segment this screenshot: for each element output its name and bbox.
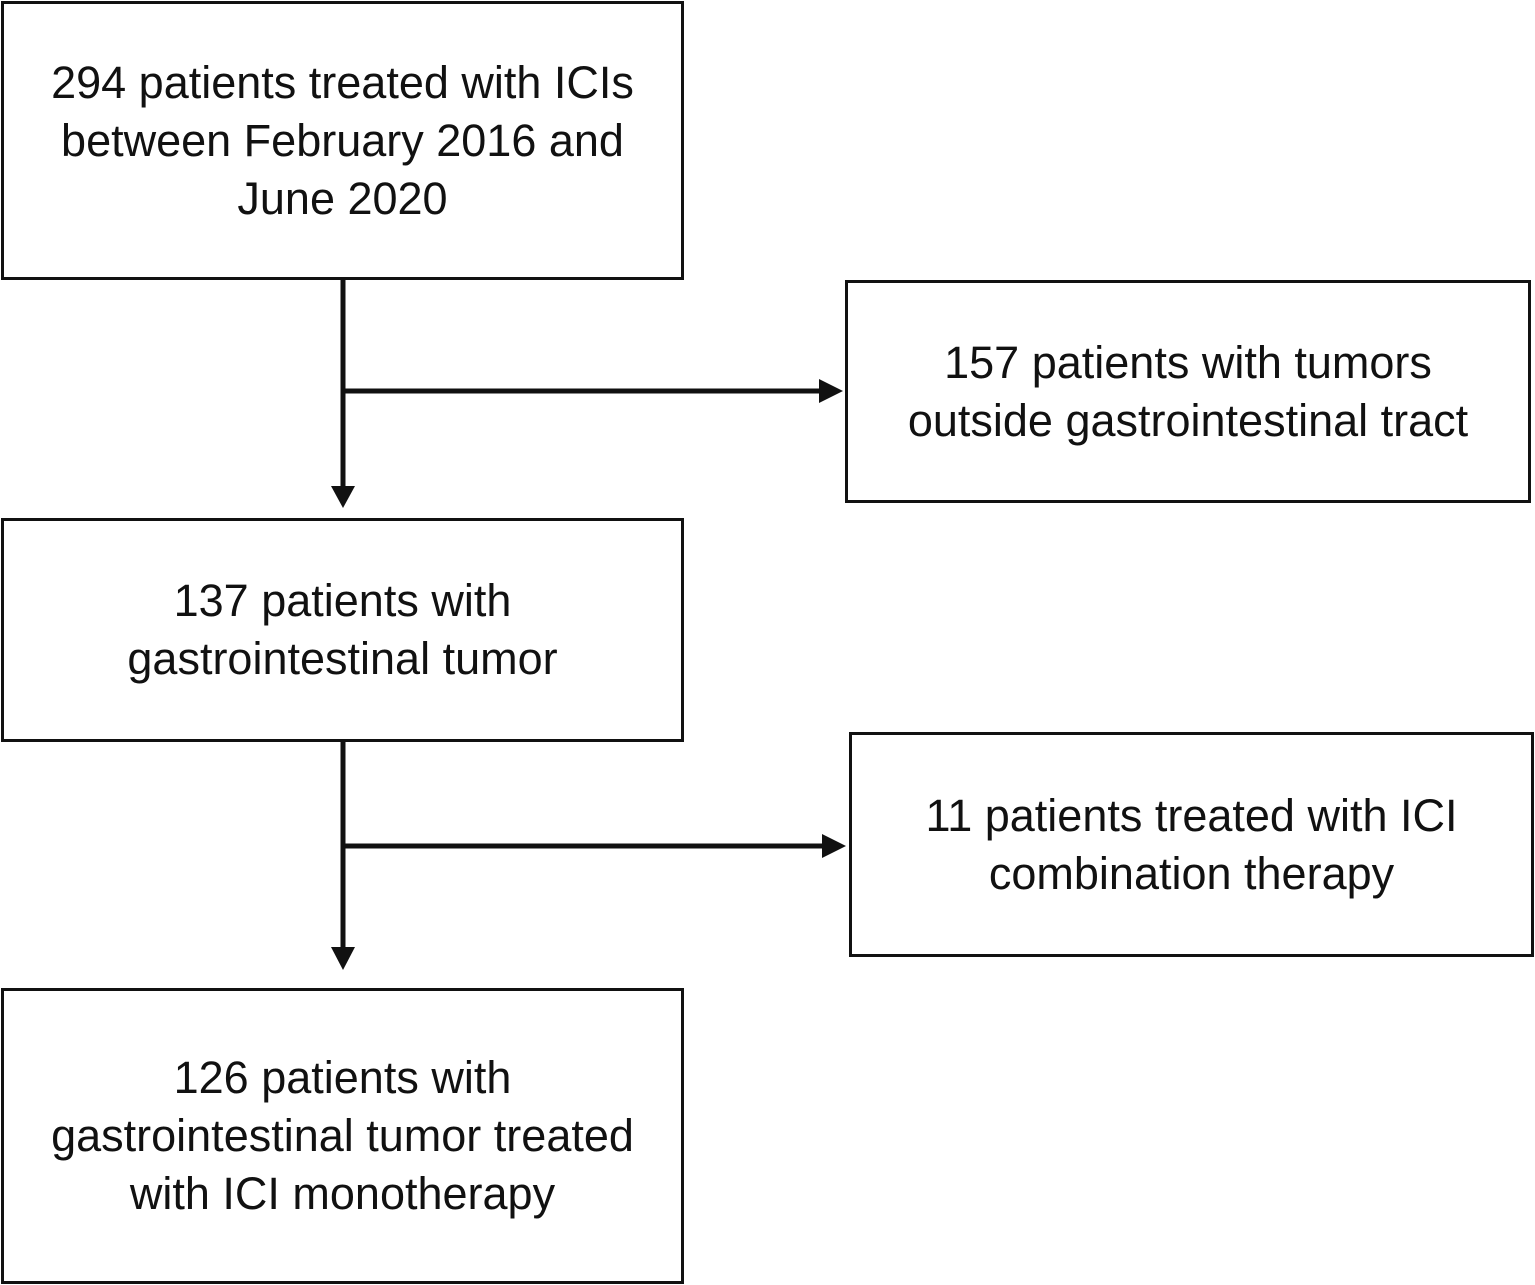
box-exclusion-non-gi-line: outside gastrointestinal tract [907, 394, 1469, 446]
box-gi-tumor-cohort-line: 137 patients with [173, 575, 512, 626]
box-final-cohort-line: 126 patients with [173, 1052, 512, 1103]
box-gi-tumor-cohort: 137 patients with gastrointestinal tumor [1, 518, 684, 742]
box-exclusion-combination-line: 11 patients treated with ICI [925, 789, 1458, 841]
box-gi-tumor-cohort-line: gastrointestinal tumor [127, 633, 558, 684]
box-initial-cohort-line: June 2020 [237, 172, 448, 224]
arrowhead-to-exclusion-2 [822, 834, 846, 858]
box-initial-cohort: 294 patients treated with ICIs between F… [1, 1, 684, 280]
arrowhead-start-to-middle [331, 486, 355, 508]
box-initial-cohort-line: between February 2016 and [61, 114, 624, 166]
box-exclusion-non-gi-line: 157 patients with tumors [944, 336, 1432, 388]
box-final-cohort: 126 patients with gastrointestinal tumor… [1, 988, 684, 1284]
box-initial-cohort-line: 294 patients treated with ICIs [51, 56, 634, 108]
arrowhead-to-exclusion-1 [819, 379, 843, 403]
arrowhead-middle-to-final [331, 947, 355, 970]
box-final-cohort-line: with ICI monotherapy [129, 1168, 556, 1219]
box-exclusion-combination-line: combination therapy [988, 847, 1395, 899]
box-final-cohort-line: gastrointestinal tumor treated [51, 1110, 634, 1161]
box-exclusion-non-gi: 157 patients with tumors outside gastroi… [845, 280, 1531, 503]
box-exclusion-combination: 11 patients treated with ICI combination… [849, 732, 1534, 957]
